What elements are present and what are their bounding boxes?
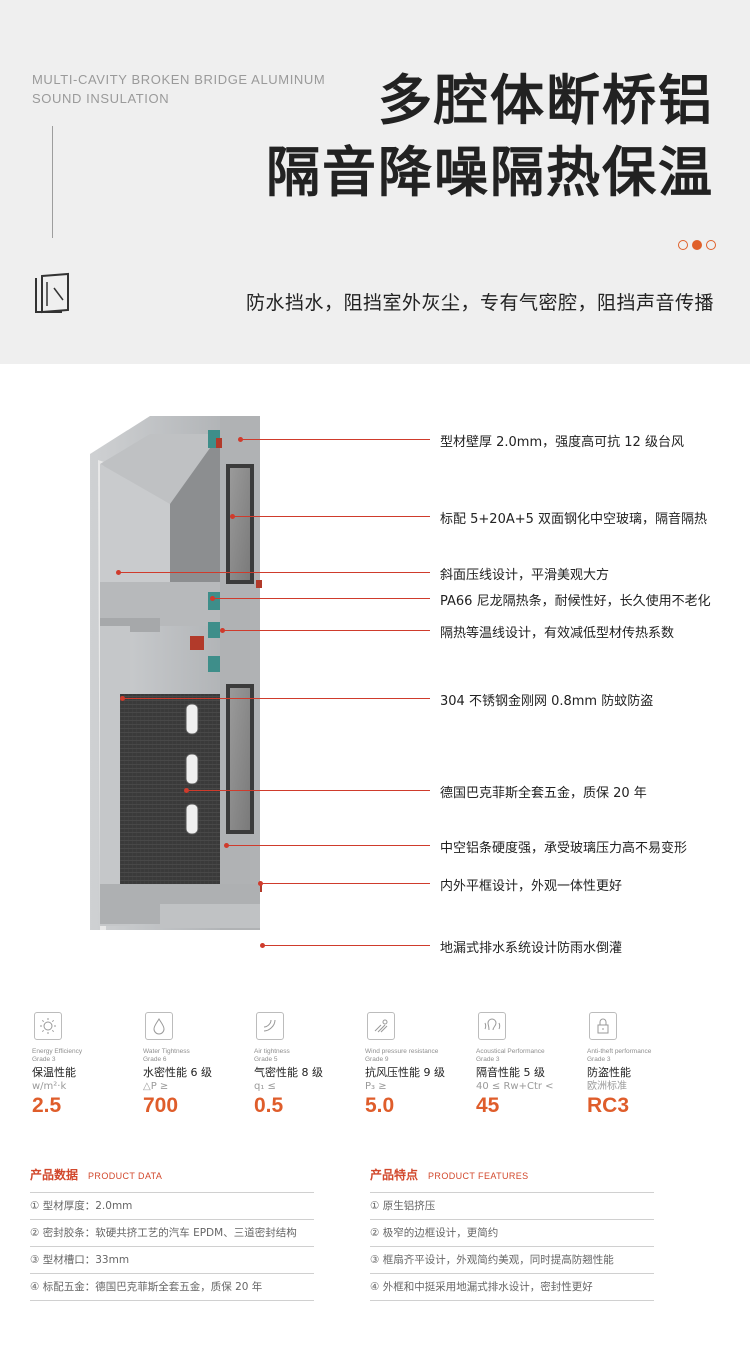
callout-spacer: 中空铝条硬度强，承受玻璃压力高不易变形 [440, 841, 688, 856]
callout-glass: 标配 5+20A+5 双面钢化中空玻璃，隔音隔热 [440, 512, 708, 527]
performance-cn: 隔音性能 5 级 [476, 1066, 545, 1079]
performance-unit: 40 ≤ Rw+Ctr < [476, 1081, 554, 1092]
leader-line [120, 696, 430, 701]
leader-line [230, 514, 430, 519]
callout-steel-mesh: 304 不锈钢金刚网 0.8mm 防蚊防盗 [440, 694, 654, 709]
section-title: 产品数据 [30, 1168, 79, 1182]
window-frame-icon [35, 272, 69, 314]
leader-line [210, 596, 430, 601]
sun-icon [34, 1012, 62, 1040]
performance-unit: 欧洲标准 [587, 1081, 627, 1092]
performance-grade: Grade 9 [365, 1056, 389, 1063]
list-item: ① 原生铝挤压 [370, 1193, 654, 1220]
performance-item: Wind pressure resistance Grade 9 抗风压性能 9… [365, 1012, 475, 1118]
leader-line [220, 628, 430, 633]
dot-outline [678, 240, 688, 250]
section-title: 产品特点 [370, 1168, 419, 1182]
window-profile-illustration [90, 416, 262, 930]
performance-en: Wind pressure resistance [365, 1048, 439, 1055]
performance-item: Anti-theft performance Grade 3 防盗性能 欧洲标准… [587, 1012, 697, 1118]
leader-line [258, 881, 430, 886]
performance-grade: Grade 3 [587, 1056, 611, 1063]
performance-en: Anti-theft performance [587, 1048, 652, 1055]
callout-bevel-bead: 斜面压线设计，平滑美观大方 [440, 568, 610, 583]
performance-unit: q₁ ≤ [254, 1081, 276, 1092]
performance-en: Energy Efficiency [32, 1048, 83, 1055]
performance-item: Energy Efficiency Grade 3 保温性能 w/m²·k 2.… [32, 1012, 142, 1118]
performance-grade: Grade 3 [476, 1056, 500, 1063]
list-item: ③ 型材槽口：33mm [30, 1247, 314, 1274]
performance-cn: 水密性能 6 级 [143, 1066, 212, 1079]
performance-value: 700 [143, 1094, 179, 1117]
performance-cn: 防盗性能 [587, 1066, 631, 1079]
callout-pa66-strip: PA66 尼龙隔热条，耐候性好，长久使用不老化 [440, 594, 711, 609]
list-item: ④ 外框和中挺采用地漏式排水设计，密封性更好 [370, 1274, 654, 1301]
performance-grade: Grade 5 [254, 1056, 278, 1063]
leader-line [116, 570, 430, 575]
ear-sound-icon [478, 1012, 506, 1040]
wind-pressure-icon [367, 1012, 395, 1040]
performance-en: Acoustical Performance [476, 1048, 545, 1055]
list-item: ③ 框扇齐平设计，外观简约美观，同时提高防翘性能 [370, 1247, 654, 1274]
performance-value: 0.5 [254, 1094, 284, 1117]
performance-value: 45 [476, 1094, 500, 1117]
window-cross-section-figure: 型材壁厚 2.0mm，强度高可抗 12 级台风 标配 5+20A+5 双面钢化中… [0, 364, 750, 990]
product-data-section: 产品数据 PRODUCT DATA ① 型材厚度：2.0mm ② 密封胶条：软硬… [30, 1166, 314, 1301]
leader-line [184, 788, 430, 793]
dot-outline [706, 240, 716, 250]
performance-item: Air tightness Grade 5 气密性能 8 级 q₁ ≤ 0.5 [254, 1012, 364, 1118]
english-subtitle-line1: MULTI-CAVITY BROKEN BRIDGE ALUMINUM [32, 72, 326, 87]
performance-unit: △P ≥ [143, 1081, 169, 1092]
tagline: 防水挡水，阻挡室外灰尘，专有气密腔，阻挡声音传播 [245, 292, 714, 314]
performance-unit: w/m²·k [32, 1081, 67, 1092]
dot-filled [692, 240, 702, 250]
performance-value: 5.0 [365, 1094, 395, 1117]
callout-hardware: 德国巴克菲斯全套五金，质保 20 年 [440, 786, 647, 801]
list-item: ① 型材厚度：2.0mm [30, 1193, 314, 1220]
air-flow-icon [256, 1012, 284, 1040]
lock-icon [589, 1012, 617, 1040]
water-drop-icon [145, 1012, 173, 1040]
performance-en: Air tightness [254, 1048, 290, 1055]
performance-cn: 保温性能 [32, 1066, 76, 1079]
leader-line [260, 943, 430, 948]
performance-grade: Grade 3 [32, 1056, 56, 1063]
list-item: ② 密封胶条：软硬共挤工艺的汽车 EPDM、三道密封结构 [30, 1220, 314, 1247]
decorative-dots [678, 240, 716, 250]
list-item: ② 极窄的边框设计，更简约 [370, 1220, 654, 1247]
product-features-section: 产品特点 PRODUCT FEATURES ① 原生铝挤压 ② 极窄的边框设计，… [370, 1166, 654, 1301]
callout-isotherm: 隔热等温线设计，有效减低型材传热系数 [440, 626, 675, 641]
leader-line [224, 843, 430, 848]
section-title-en: PRODUCT FEATURES [428, 1171, 529, 1181]
section-title-en: PRODUCT DATA [88, 1171, 163, 1181]
header-banner: MULTI-CAVITY BROKEN BRIDGE ALUMINUM SOUN… [0, 0, 750, 364]
leader-line [238, 437, 430, 442]
callout-flush-frame: 内外平框设计，外观一体性更好 [440, 879, 623, 894]
performance-unit: P₃ ≥ [365, 1081, 387, 1092]
callout-wall-thickness: 型材壁厚 2.0mm，强度高可抗 12 级台风 [440, 435, 684, 450]
performance-en: Water Tightness [143, 1048, 190, 1055]
list-item: ④ 标配五金：德国巴克菲斯全套五金，质保 20 年 [30, 1274, 314, 1301]
english-subtitle-line2: SOUND INSULATION [32, 91, 170, 106]
performance-item: Water Tightness Grade 6 水密性能 6 级 △P ≥ 70… [143, 1012, 253, 1118]
callout-drainage: 地漏式排水系统设计防雨水倒灌 [440, 941, 623, 956]
english-subtitle: MULTI-CAVITY BROKEN BRIDGE ALUMINUM SOUN… [32, 70, 325, 108]
performance-value: 2.5 [32, 1094, 62, 1117]
vertical-divider [52, 126, 53, 238]
performance-cn: 气密性能 8 级 [254, 1066, 323, 1079]
performance-grade: Grade 6 [143, 1056, 167, 1063]
section-header: 产品特点 PRODUCT FEATURES [370, 1166, 654, 1193]
section-header: 产品数据 PRODUCT DATA [30, 1166, 314, 1193]
performance-row: Energy Efficiency Grade 3 保温性能 w/m²·k 2.… [0, 1012, 750, 1122]
page-title-line1: 多腔体断桥铝 [378, 69, 714, 132]
page-title-line2: 隔音降噪隔热保温 [266, 141, 714, 204]
performance-cn: 抗风压性能 9 级 [365, 1066, 445, 1079]
performance-item: Acoustical Performance Grade 3 隔音性能 5 级 … [476, 1012, 586, 1118]
performance-value: RC3 [587, 1094, 630, 1117]
